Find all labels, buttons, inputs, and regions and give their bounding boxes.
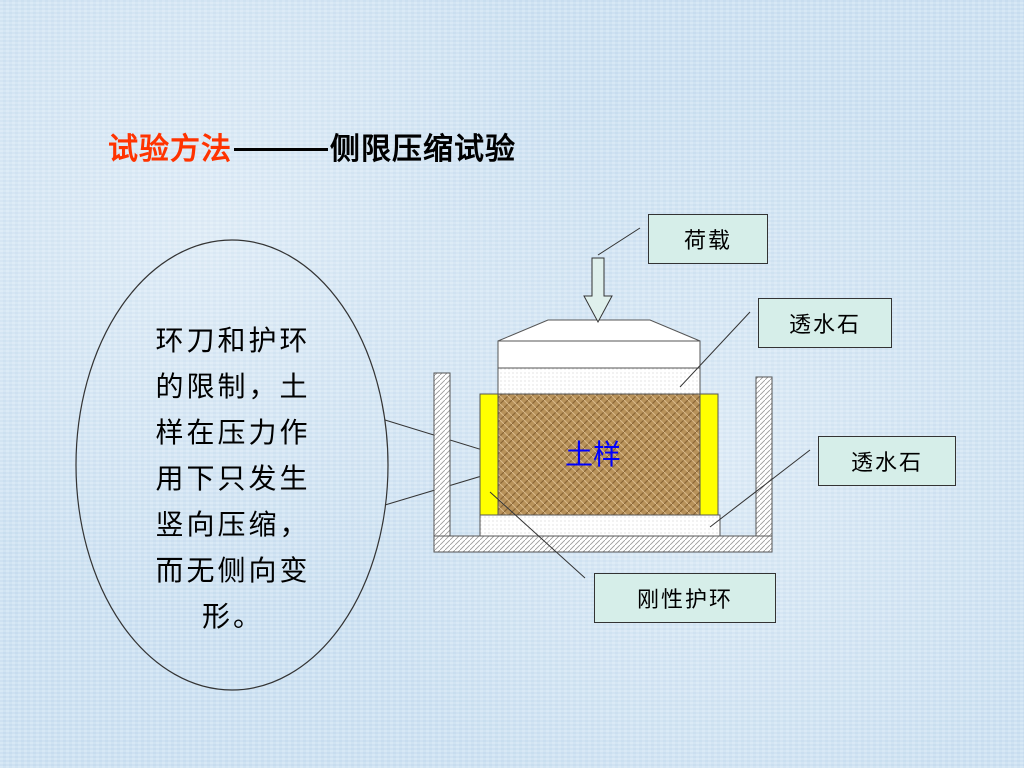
leader-stone-bottom	[709, 449, 811, 528]
label-bottom-porous-stone: 透水石	[818, 436, 956, 486]
label-rigid-ring: 刚性护环	[594, 573, 776, 623]
title-dash	[234, 147, 328, 151]
leader-load	[597, 227, 641, 256]
callout-line: 而无侧向变	[155, 554, 311, 587]
down-arrow-icon	[583, 257, 613, 324]
label-top-porous-stone: 透水石	[758, 298, 892, 348]
callout-text: 环刀和护环 的限制，土 样在压力作 用下只发生 竖向压缩， 而无侧向变 形。	[130, 318, 336, 640]
base-plate	[433, 535, 773, 553]
load-cap-top	[497, 319, 701, 342]
leader-stone-top	[679, 311, 751, 388]
leader-ring	[489, 491, 586, 579]
callout-ellipse	[75, 239, 389, 691]
callout-line: 竖向压缩，	[155, 508, 311, 541]
title-suffix: 侧限压缩试验	[330, 132, 516, 167]
soil-label: 土样	[565, 438, 622, 471]
page-title: 试验方法 侧限压缩试验	[108, 124, 516, 168]
load-cap	[497, 340, 701, 369]
callout-line: 环刀和护环	[155, 324, 311, 357]
soil-sample	[497, 393, 701, 516]
top-porous-stone	[497, 367, 701, 395]
callout-line: 形。	[201, 600, 264, 633]
callout-line: 用下只发生	[155, 462, 311, 495]
bottom-porous-stone	[479, 514, 721, 537]
callout-line: 的限制，土	[155, 370, 311, 403]
callout-line: 样在压力作	[155, 416, 311, 449]
left-wall	[433, 372, 451, 537]
right-wall	[755, 376, 773, 537]
title-prefix: 试验方法	[108, 132, 232, 167]
label-load: 荷载	[648, 214, 768, 264]
rigid-ring-right	[699, 393, 719, 516]
